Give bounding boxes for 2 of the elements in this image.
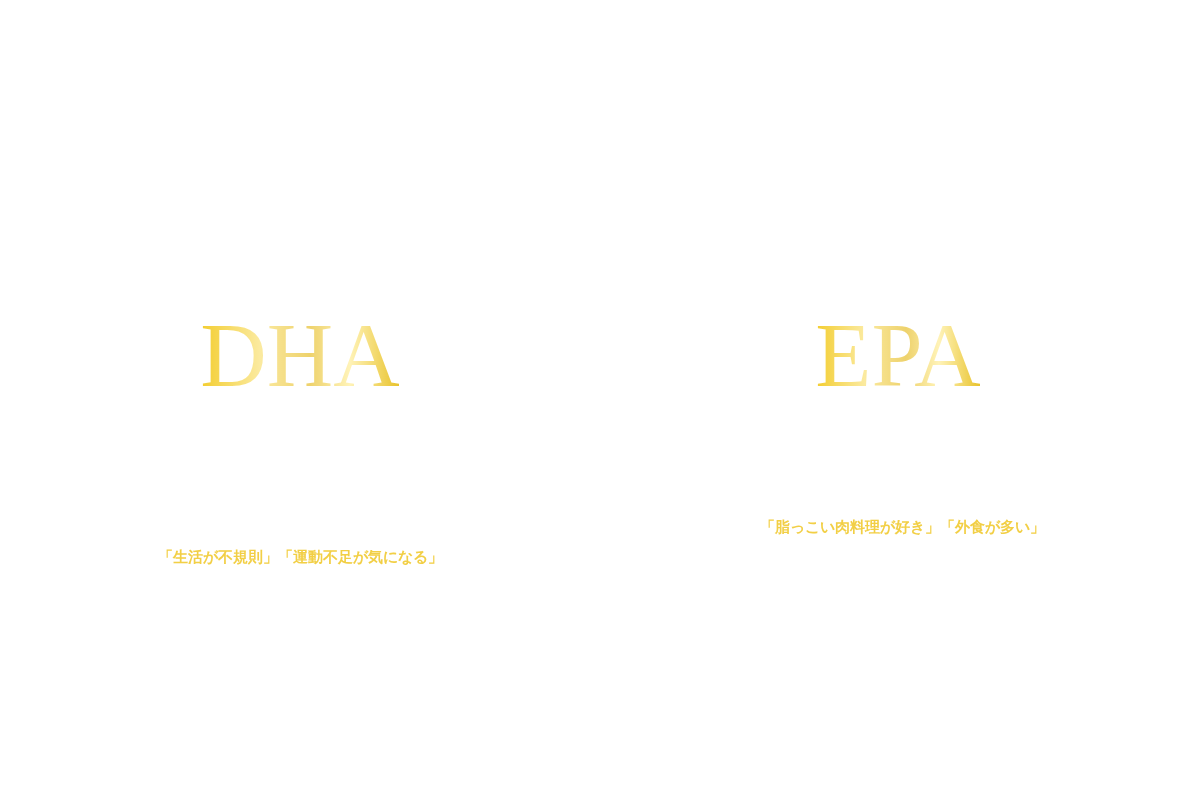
- subtitle: 「生活が不規則」「運動不足が気になる」: [157, 548, 443, 566]
- subtitle: 「脂っこい肉料理が好き」「外食が多い」: [759, 518, 1045, 536]
